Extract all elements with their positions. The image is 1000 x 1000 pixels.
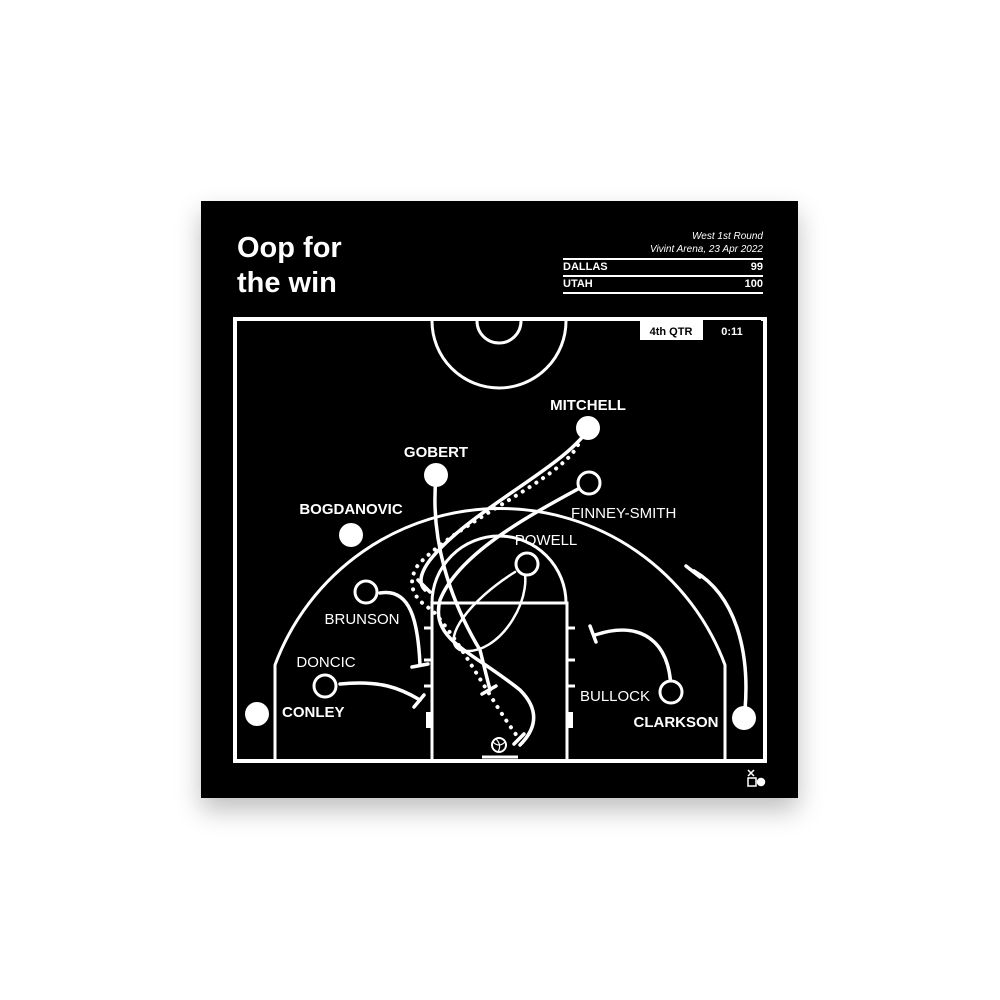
label-finney-smith: FINNEY-SMITH <box>571 505 676 522</box>
gobert-roll-path <box>433 475 492 692</box>
period-label: 4th QTR <box>650 326 693 338</box>
label-mitchell: MITCHELL <box>550 397 626 414</box>
team-name: DALLAS <box>563 261 608 273</box>
team-name: UTAH <box>563 278 593 290</box>
label-clarkson: CLARKSON <box>634 714 719 731</box>
bullock-path <box>593 628 673 692</box>
defense-players <box>312 470 684 705</box>
block-marks <box>426 712 573 728</box>
court-diagram: 4th QTR 0:11 <box>233 317 767 787</box>
doncic-path <box>338 681 422 702</box>
clarkson-path <box>692 569 748 712</box>
title-line-1: Oop for <box>237 232 342 264</box>
label-powell: POWELL <box>515 532 578 549</box>
score-row-home: UTAH 100 <box>563 275 763 294</box>
finney-smith-path <box>436 481 591 747</box>
powell-loop-path <box>452 558 527 653</box>
player-conley-marker <box>245 702 269 726</box>
basketball-icon <box>491 737 507 753</box>
score-row-away: DALLAS 99 <box>563 258 763 275</box>
player-gobert-marker <box>424 463 448 487</box>
label-gobert: GOBERT <box>404 444 468 461</box>
movement-paths <box>338 428 748 747</box>
game-round: West 1st Round <box>692 231 763 242</box>
player-bogdanovic-marker <box>339 523 363 547</box>
player-powell-marker <box>514 551 540 577</box>
clock-box: 4th QTR 0:11 <box>640 320 761 340</box>
player-labels: MITCHELL GOBERT BOGDANOVIC CONLEY CLARKS… <box>282 397 719 731</box>
player-doncic-marker <box>312 673 338 699</box>
brunson-path <box>378 590 422 667</box>
pass-path-dotted <box>410 443 580 742</box>
player-clarkson-marker <box>732 706 756 730</box>
label-doncic: DONCIC <box>296 654 355 671</box>
venue-date: Vivint Arena, 23 Apr 2022 <box>649 244 763 255</box>
label-conley: CONLEY <box>282 704 345 721</box>
label-brunson: BRUNSON <box>324 611 399 628</box>
title-line-2: the win <box>237 267 337 299</box>
player-brunson-marker <box>353 579 379 605</box>
label-bullock: BULLOCK <box>580 688 650 705</box>
poster: Oop for the win West 1st Round Vivint Ar… <box>201 201 798 798</box>
team-score: 100 <box>744 278 763 290</box>
brand-logo-icon <box>747 769 766 787</box>
court-lines <box>233 317 767 763</box>
player-mitchell-marker <box>576 416 600 440</box>
game-clock: 0:11 <box>721 326 742 338</box>
offense-players <box>245 416 756 730</box>
label-bogdanovic: BOGDANOVIC <box>299 501 403 518</box>
player-bullock-marker <box>658 679 684 705</box>
play-title: Oop for the win <box>237 231 342 301</box>
game-info: West 1st Round Vivint Arena, 23 Apr 2022 <box>563 230 763 256</box>
player-finney-smith-marker <box>576 470 602 496</box>
team-score: 99 <box>750 261 763 273</box>
